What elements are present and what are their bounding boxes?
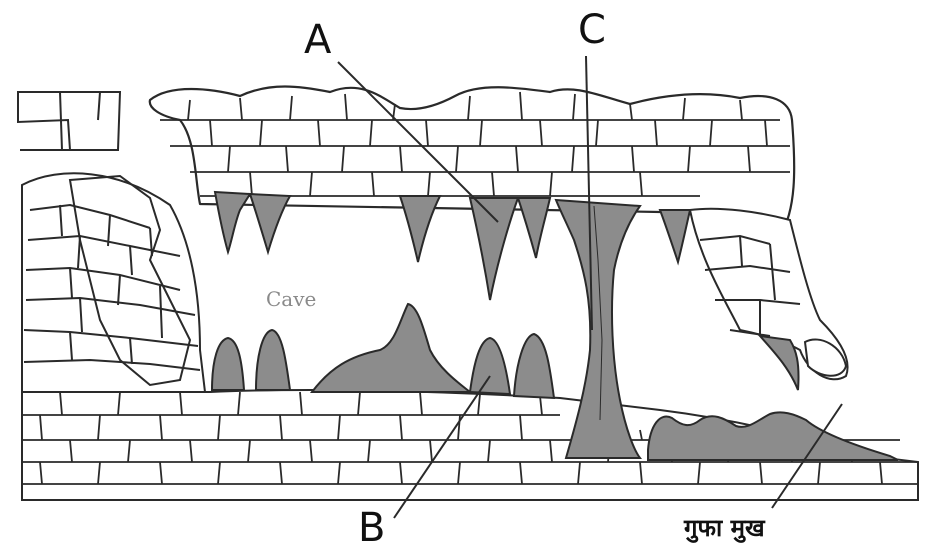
stalagmite-4: [470, 338, 510, 394]
right-overhang-rock: [690, 209, 848, 380]
label-cave-mouth: गुफा मुख: [684, 516, 765, 540]
stalactite-1: [215, 192, 250, 252]
stalagmite-5: [514, 334, 554, 398]
stalagmites: [212, 304, 554, 398]
stalagmite-1: [212, 338, 244, 390]
stalagmite-2: [256, 330, 290, 390]
stalactite-2: [250, 194, 290, 252]
label-cave: Cave: [266, 289, 316, 309]
stalactite-6: [660, 210, 690, 262]
label-a: A: [304, 20, 331, 60]
label-c: C: [578, 10, 606, 50]
stalactite-5: [518, 198, 550, 258]
stalagmite-3: [312, 304, 470, 392]
left-wall-rock: [18, 92, 205, 392]
label-b: B: [358, 508, 385, 548]
stalactite-4: [470, 198, 518, 300]
stalactite-3: [400, 196, 440, 262]
stalactite-7: [760, 336, 799, 390]
